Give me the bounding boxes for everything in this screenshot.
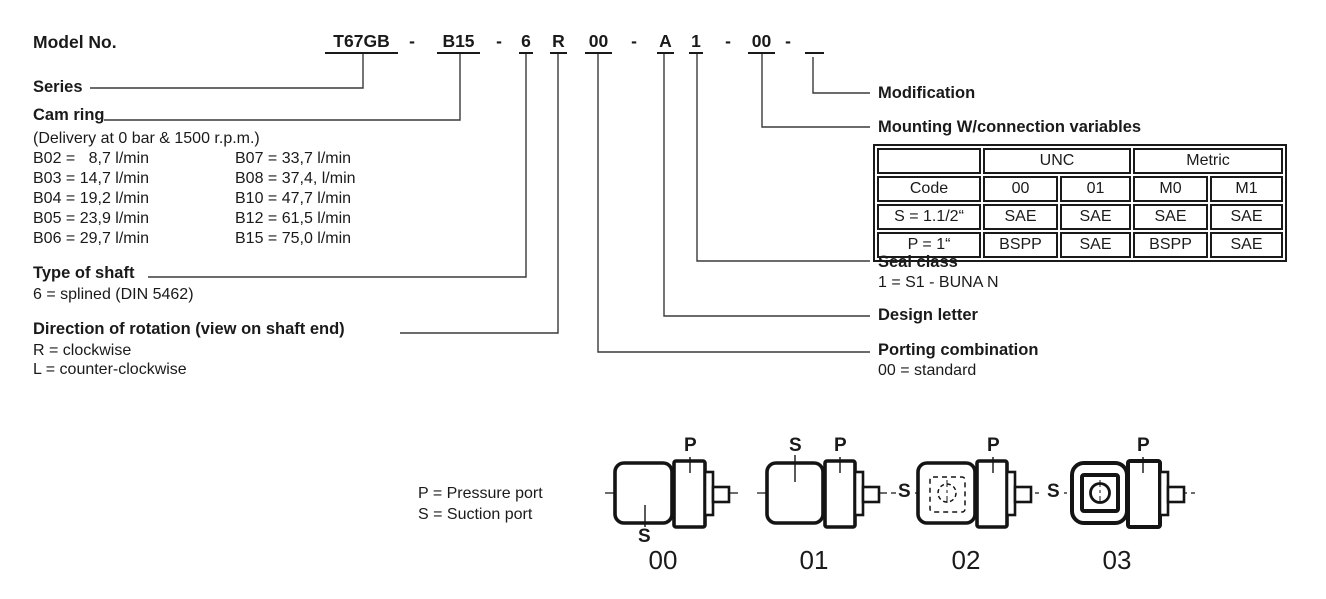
cam-ring-entry: B08 = 37,4, l/min xyxy=(235,170,356,187)
table-col-header: M1 xyxy=(1210,176,1284,202)
model-segment-seal: 1 xyxy=(689,32,703,54)
mounting-table-wrap: UNC Metric Code 00 01 M0 M1 S = 1.1/2“ S… xyxy=(873,144,1288,262)
model-separator: - xyxy=(409,31,415,51)
table-col-header: 01 xyxy=(1060,176,1132,202)
type-of-shaft-value: 6 = splined (DIN 5462) xyxy=(33,286,194,303)
cam-ring-entry: B06 = 29,7 l/min xyxy=(33,230,150,247)
cam-ring-entry: B07 = 33,7 l/min xyxy=(235,150,352,167)
mounting-table: UNC Metric Code 00 01 M0 M1 S = 1.1/2“ S… xyxy=(873,144,1288,262)
table-cell: SAE xyxy=(1060,232,1132,258)
direction-value-l: L = counter-clockwise xyxy=(33,361,187,378)
cam-ring-entry: B15 = 75,0 l/min xyxy=(235,230,352,247)
table-group-header: UNC xyxy=(983,148,1132,174)
port-label-s: S xyxy=(636,526,653,547)
port-label-p: P xyxy=(832,435,849,456)
port-label-p: P xyxy=(682,435,699,456)
mounting-title: Mounting W/connection variables xyxy=(878,118,1142,136)
porting-diagrams xyxy=(605,455,1195,529)
model-segment-series: T67GB xyxy=(325,32,398,54)
type-of-shaft-title: Type of shaft xyxy=(33,264,135,282)
direction-title: Direction of rotation (view on shaft end… xyxy=(33,320,345,338)
porting-title: Porting combination xyxy=(878,341,1039,359)
model-segment-porting: 00 xyxy=(585,32,612,54)
legend-suction: S = Suction port xyxy=(418,506,533,523)
table-col-header: Code xyxy=(877,176,981,202)
model-segment-shaft: 6 xyxy=(519,32,533,54)
port-label-s: S xyxy=(1045,481,1062,502)
direction-value-r: R = clockwise xyxy=(33,342,132,359)
port-label-p: P xyxy=(1135,435,1152,456)
porting-diagram-00 xyxy=(605,457,738,529)
cam-ring-entry: B04 = 19,2 l/min xyxy=(33,190,150,207)
diagram-label-03: 03 xyxy=(1102,545,1132,575)
table-cell: S = 1.1/2“ xyxy=(877,204,981,230)
table-col-header: 00 xyxy=(983,176,1058,202)
model-no-label: Model No. xyxy=(33,32,117,52)
cam-ring-entry: B03 = 14,7 l/min xyxy=(33,170,150,187)
seal-class-value: 1 = S1 - BUNA N xyxy=(878,274,999,291)
design-letter-title: Design letter xyxy=(878,306,978,324)
table-cell: BSPP xyxy=(983,232,1058,258)
port-label-p: P xyxy=(985,435,1002,456)
table-cell: SAE xyxy=(983,204,1058,230)
diagram-label-01: 01 xyxy=(799,545,829,575)
model-segment-rotation: R xyxy=(550,32,567,54)
cam-ring-entry: B05 = 23,9 l/min xyxy=(33,210,150,227)
seal-class-title: Seal class xyxy=(878,253,958,271)
port-label-s: S xyxy=(787,435,804,456)
porting-value: 00 = standard xyxy=(878,362,977,379)
model-segment-design: A xyxy=(657,32,674,54)
table-group-header: Metric xyxy=(1133,148,1284,174)
table-cell: BSPP xyxy=(1133,232,1209,258)
table-cell: P = 1“ xyxy=(877,232,981,258)
model-segment-mounting: 00 xyxy=(748,32,775,54)
series-title: Series xyxy=(33,78,83,96)
porting-diagram-03 xyxy=(1047,457,1195,529)
legend-pressure: P = Pressure port xyxy=(418,485,543,502)
cam-ring-entry: B10 = 47,7 l/min xyxy=(235,190,352,207)
cam-ring-title: Cam ring xyxy=(33,106,105,124)
cam-ring-subtitle: (Delivery at 0 bar & 1500 r.p.m.) xyxy=(33,130,260,147)
porting-diagram-02 xyxy=(891,457,1039,529)
cam-ring-col2: B07 = 33,7 l/min B08 = 37,4, l/min B10 =… xyxy=(235,149,356,249)
diagram-label-00: 00 xyxy=(648,545,678,575)
model-separator: - xyxy=(631,31,637,51)
port-label-s: S xyxy=(896,481,913,502)
model-blank-underline xyxy=(805,33,824,54)
cam-ring-entry: B12 = 61,5 l/min xyxy=(235,210,352,227)
table-corner-cell xyxy=(877,148,981,174)
table-cell: SAE xyxy=(1060,204,1132,230)
diagram-label-02: 02 xyxy=(951,545,981,575)
table-cell: SAE xyxy=(1133,204,1209,230)
modification-title: Modification xyxy=(878,84,976,102)
porting-diagram-01 xyxy=(757,455,887,529)
model-separator: - xyxy=(785,31,791,51)
cam-ring-col1: B02 = 8,7 l/min B03 = 14,7 l/min B04 = 1… xyxy=(33,149,149,249)
table-cell: SAE xyxy=(1210,232,1284,258)
model-separator: - xyxy=(496,31,502,51)
table-col-header: M0 xyxy=(1133,176,1209,202)
cam-ring-entry: B02 = 8,7 l/min xyxy=(33,150,150,167)
model-separator: - xyxy=(725,31,731,51)
table-cell: SAE xyxy=(1210,204,1284,230)
model-segment-camring: B15 xyxy=(437,32,480,54)
